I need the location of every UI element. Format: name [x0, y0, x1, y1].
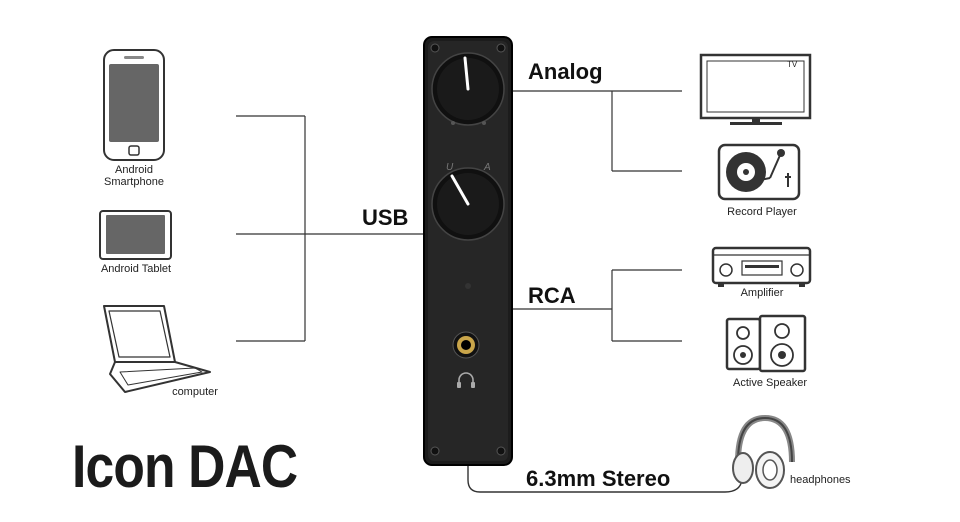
active-speaker-label: Active Speaker — [733, 377, 807, 389]
record-player-label: Record Player — [727, 206, 797, 218]
tablet-label: Android Tablet — [100, 263, 172, 275]
amplifier-icon — [711, 246, 812, 287]
screw-icon — [430, 446, 440, 456]
smartphone-icon — [103, 49, 165, 161]
knob-label-a: A — [483, 162, 491, 173]
tv-icon — [699, 53, 812, 125]
computer-label: computer — [172, 386, 218, 398]
active-speaker-icon — [725, 314, 807, 373]
knob-label-u: U — [446, 162, 454, 173]
status-led — [465, 283, 471, 289]
volume-knob — [431, 52, 505, 126]
headphone-cable — [467, 462, 743, 493]
amplifier-label: Amplifier — [740, 287, 784, 299]
indicator-led — [451, 121, 455, 125]
rca-connection-lines — [512, 269, 682, 342]
input-selector-knob — [431, 167, 505, 241]
screw-icon — [496, 43, 506, 53]
screw-icon — [496, 446, 506, 456]
dac-device: U A — [423, 36, 513, 466]
headphone-symbol-icon — [457, 372, 475, 388]
stereo-label: 6.3mm Stereo — [526, 466, 671, 491]
page-title: Icon DAC — [72, 433, 298, 500]
laptop-icon — [103, 305, 211, 393]
analog-connection-lines — [512, 90, 682, 172]
headphone-jack — [452, 331, 480, 359]
usb-connection-lines — [236, 115, 424, 342]
rca-label: RCA — [528, 283, 576, 308]
usb-label: USB — [362, 205, 409, 230]
analog-label: Analog — [528, 59, 603, 84]
indicator-led — [482, 121, 486, 125]
tv-label: TV — [787, 60, 798, 69]
headphones-icon — [732, 414, 795, 489]
tablet-icon — [99, 210, 172, 260]
headphones-label: headphones — [790, 474, 851, 486]
record-player-icon — [717, 143, 801, 201]
smartphone-label-line2: Smartphone — [104, 176, 164, 188]
screw-icon — [430, 43, 440, 53]
smartphone-label-line1: Android — [115, 164, 153, 176]
